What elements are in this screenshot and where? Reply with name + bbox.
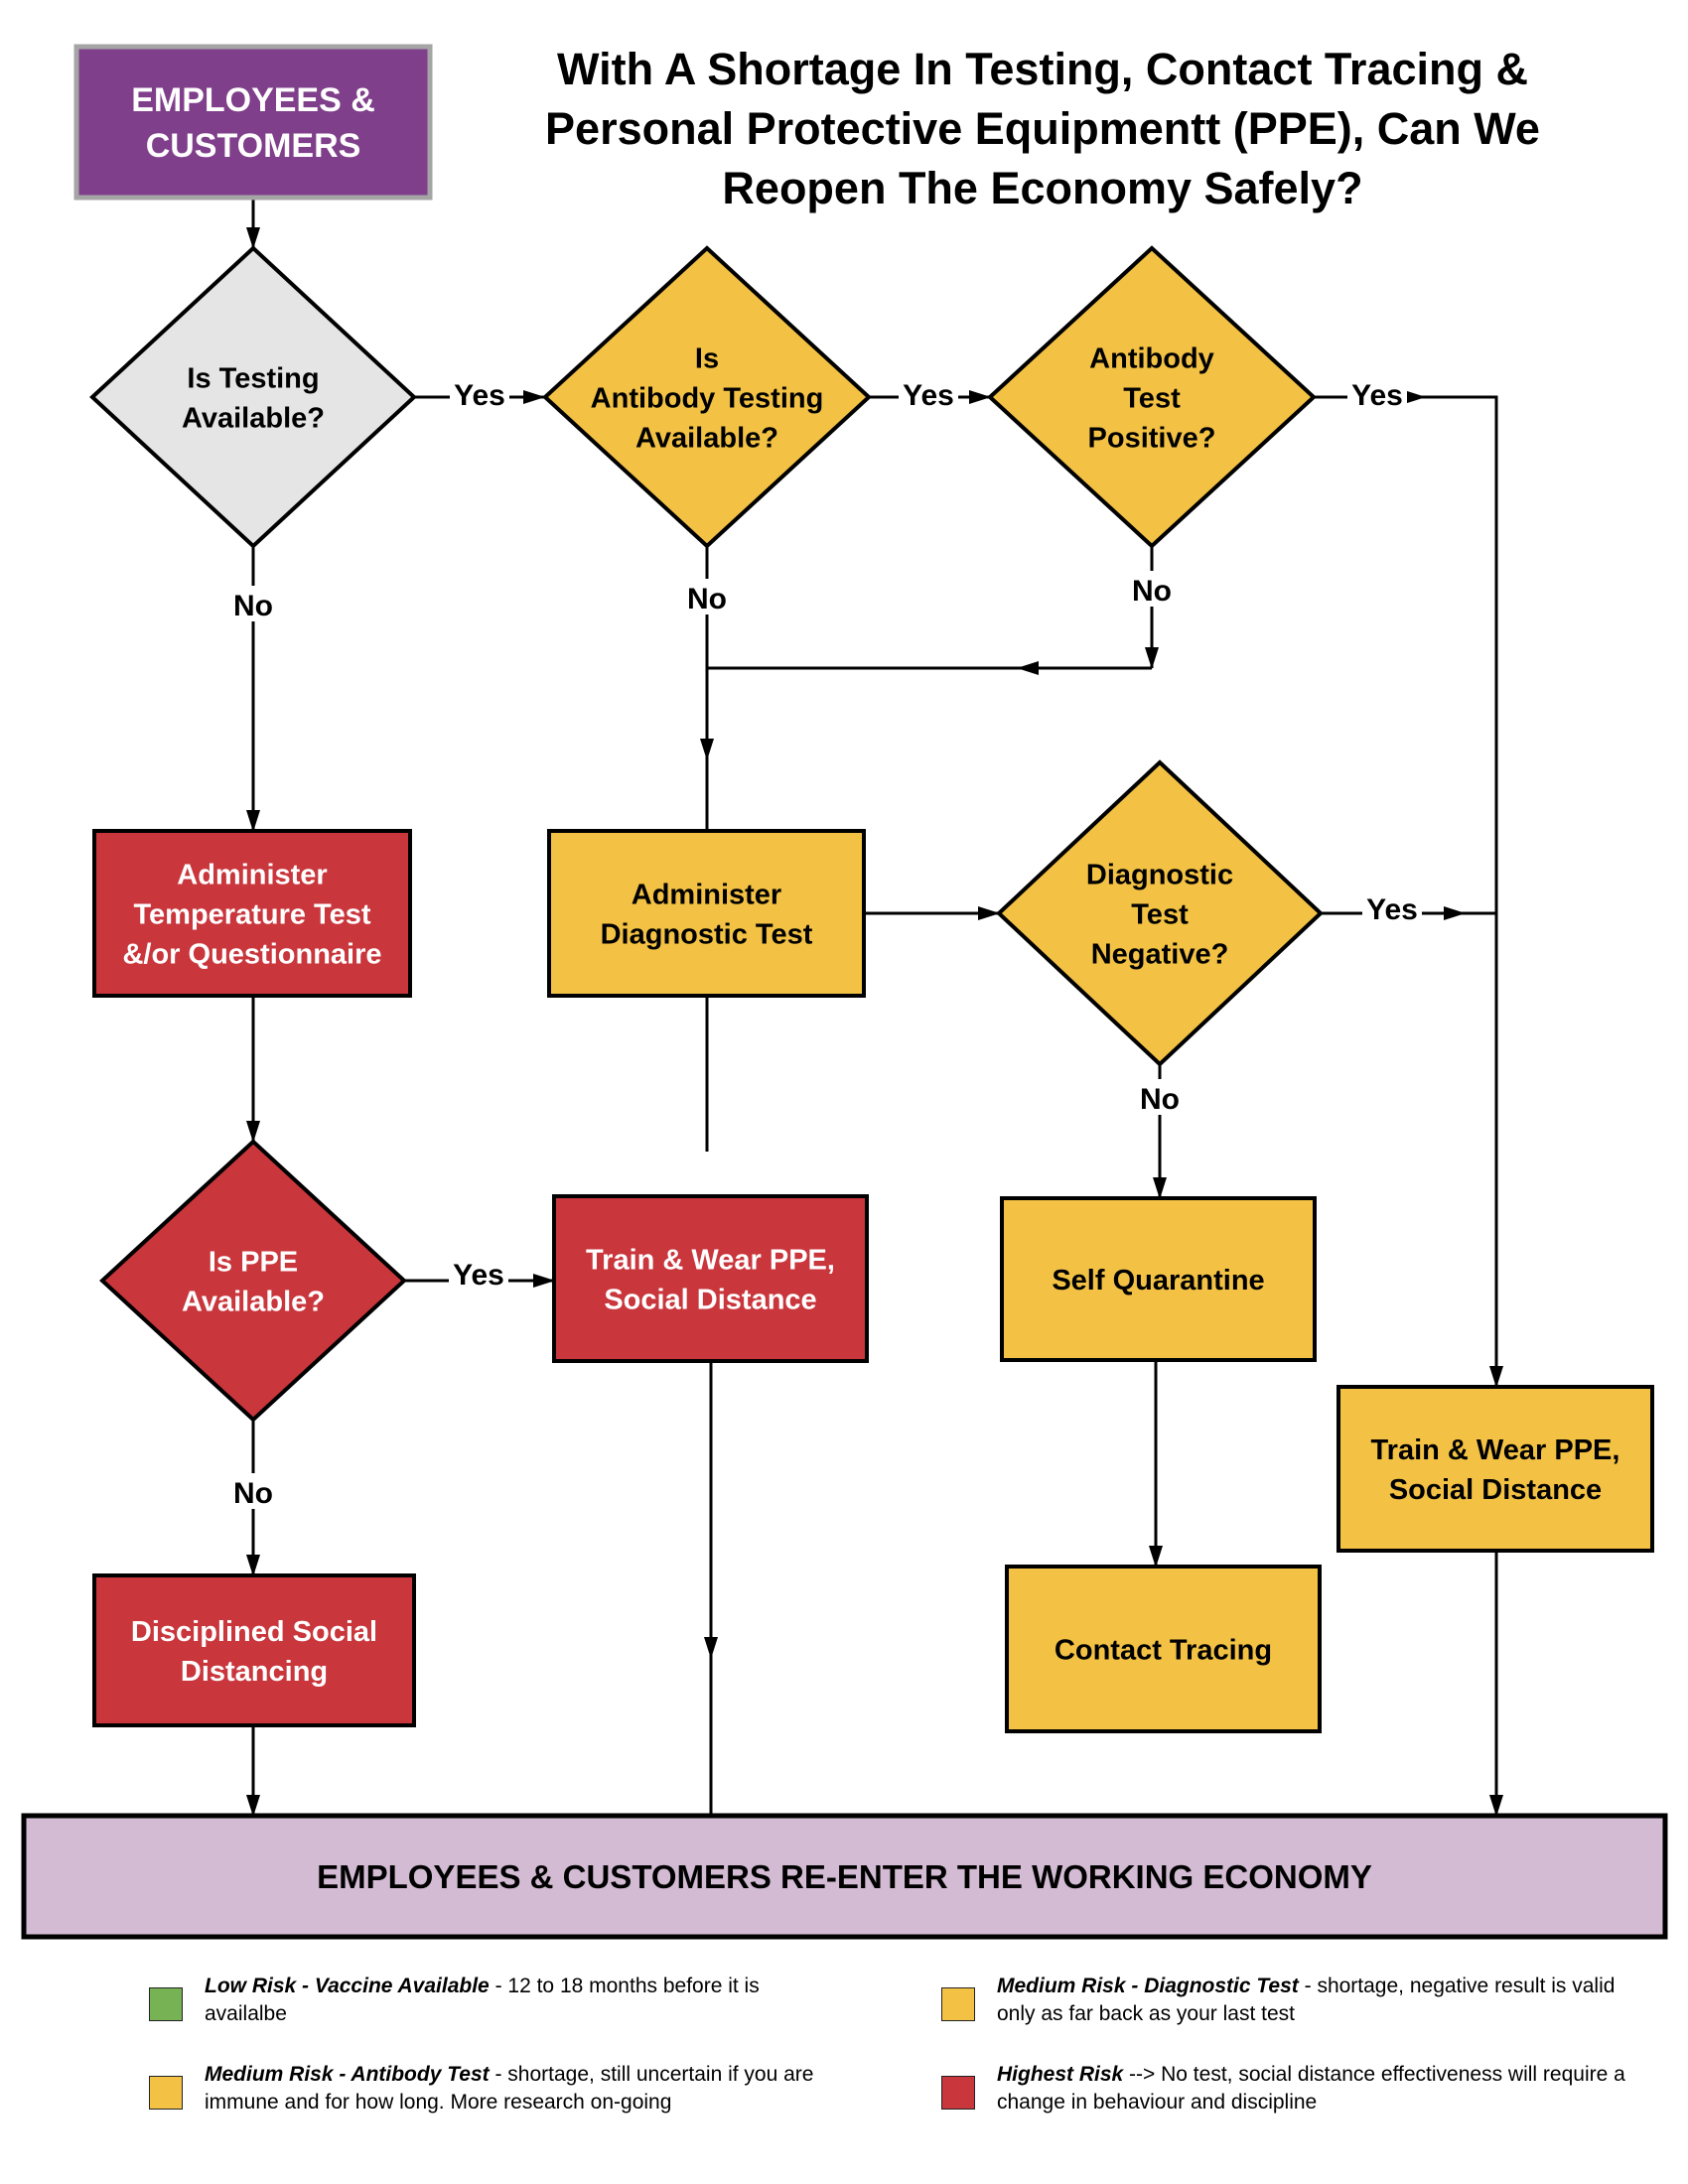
node-diamond [987, 245, 1317, 549]
legend-risk-level: Low Risk - Vaccine Available [205, 1975, 490, 1997]
node-diamond [99, 1139, 407, 1423]
node-label: Antibody [1089, 342, 1214, 374]
node-label: Administer [632, 879, 781, 910]
node-label: Social Distance [1389, 1474, 1602, 1506]
node-box [1000, 1196, 1317, 1362]
label-yes-ppe-bg [449, 1255, 508, 1291]
legend-item: Medium Risk - Antibody Test - shortage, … [205, 2061, 840, 2116]
node-label: EMPLOYEES & [131, 81, 375, 119]
node-label: Test [1123, 382, 1181, 414]
label-yes-testing: Yes [454, 379, 505, 412]
node-train-ppe-red: Train & Wear PPE, Social Distance [552, 1194, 869, 1363]
label-yes-ppe: Yes [453, 1259, 504, 1292]
node-diamond [996, 759, 1324, 1067]
legend-description: - shortage, still uncertain if you are i… [205, 2063, 814, 2114]
node-diamond [542, 245, 872, 549]
legend-risk-level: Medium Risk - Antibody Test [205, 2063, 490, 2086]
label-no-diagnostic-negative: No [1140, 1083, 1180, 1116]
label-no-antibody-available-bg [677, 579, 737, 614]
node-label: Train & Wear PPE, [1371, 1434, 1620, 1466]
label-no-antibody-positive: No [1132, 575, 1172, 608]
node-box [552, 1194, 869, 1363]
node-ppe-available: Is PPE Available? [99, 1139, 407, 1423]
legend-risk-level: Medium Risk - Diagnostic Test [997, 1975, 1299, 1997]
label-yes-diagnostic-negative: Yes [1366, 893, 1418, 926]
node-start: EMPLOYEES & CUSTOMERS [73, 44, 433, 201]
label-yes-antibody-available: Yes [903, 379, 954, 412]
node-label: Available? [635, 422, 778, 454]
node-self-quarantine: Self Quarantine [1000, 1196, 1317, 1362]
label-no-testing-bg [223, 586, 283, 621]
legend-item: Low Risk - Vaccine Available - 12 to 18 … [205, 1973, 840, 2028]
edge-antibody-positive-yes [1425, 395, 1503, 1388]
legend-item: Highest Risk --> No test, social distanc… [997, 2061, 1632, 2116]
node-box [1005, 1565, 1322, 1733]
node-box [21, 1813, 1668, 1940]
node-label: Is PPE [209, 1246, 298, 1278]
label-yes-antibody-available-bg [899, 375, 958, 411]
legend-risk-level: Highest Risk [997, 2063, 1124, 2086]
node-label: &/or Questionnaire [122, 938, 381, 970]
node-label: Is Testing [187, 362, 319, 394]
label-yes-antibody-positive: Yes [1351, 379, 1403, 412]
legend-swatch [941, 2076, 975, 2110]
node-box [547, 829, 866, 998]
label-no-ppe-bg [223, 1473, 283, 1509]
node-label: EMPLOYEES & CUSTOMERS RE-ENTER THE WORKI… [317, 1858, 1372, 1895]
node-label: Available? [182, 402, 325, 434]
legend-swatch [941, 1987, 975, 2021]
legend-description: --> No test, social distance effectivene… [997, 2063, 1625, 2114]
node-label: Temperature Test [133, 898, 370, 930]
node-label: Test [1131, 898, 1189, 930]
node-box [73, 44, 433, 201]
node-box [92, 829, 412, 998]
legend-swatch [149, 2076, 183, 2110]
node-label: Social Distance [604, 1284, 816, 1315]
node-diamond [89, 245, 417, 549]
node-box [1336, 1385, 1654, 1553]
node-label: Diagnostic [1086, 859, 1233, 890]
label-no-ppe: No [233, 1477, 273, 1510]
node-label: Train & Wear PPE, [586, 1244, 835, 1276]
node-train-ppe-yellow: Train & Wear PPE, Social Distance [1336, 1385, 1654, 1553]
node-label: Administer [177, 859, 327, 890]
label-yes-testing-bg [450, 375, 509, 411]
label-no-antibody-positive-bg [1122, 571, 1182, 607]
node-label: Diagnostic Test [601, 918, 813, 950]
page-title: With A Shortage In Testing, Contact Trac… [545, 44, 1540, 213]
label-no-antibody-available: No [687, 583, 727, 615]
legend-description: - 12 to 18 months before it is availalbe [205, 1975, 760, 2025]
node-label: Is [695, 342, 719, 374]
node-contact-tracing: Contact Tracing [1005, 1565, 1322, 1733]
node-box [92, 1573, 416, 1727]
legend-item: Medium Risk - Diagnostic Test - shortage… [997, 1973, 1632, 2028]
label-no-diagnostic-negative-bg [1130, 1079, 1190, 1115]
node-label: Self Quarantine [1052, 1265, 1264, 1297]
legend-description: - shortage, negative result is valid onl… [997, 1975, 1616, 2025]
node-label: Available? [182, 1286, 325, 1317]
node-end: EMPLOYEES & CUSTOMERS RE-ENTER THE WORKI… [21, 1813, 1668, 1940]
node-label: Contact Tracing [1055, 1634, 1272, 1666]
label-yes-diagnostic-negative-bg [1362, 889, 1422, 925]
node-label: Distancing [181, 1656, 328, 1688]
node-label: Negative? [1091, 938, 1229, 970]
node-label: Disciplined Social [131, 1616, 377, 1648]
label-yes-antibody-positive-bg [1347, 375, 1407, 411]
node-label: CUSTOMERS [146, 127, 361, 165]
legend-swatch [149, 1987, 183, 2021]
node-label: Antibody Testing [591, 382, 824, 414]
nodes: EMPLOYEES & CUSTOMERS Is TestingAvailable?… [21, 44, 1668, 1940]
label-no-testing: No [233, 590, 273, 622]
node-label: Positive? [1088, 422, 1216, 454]
